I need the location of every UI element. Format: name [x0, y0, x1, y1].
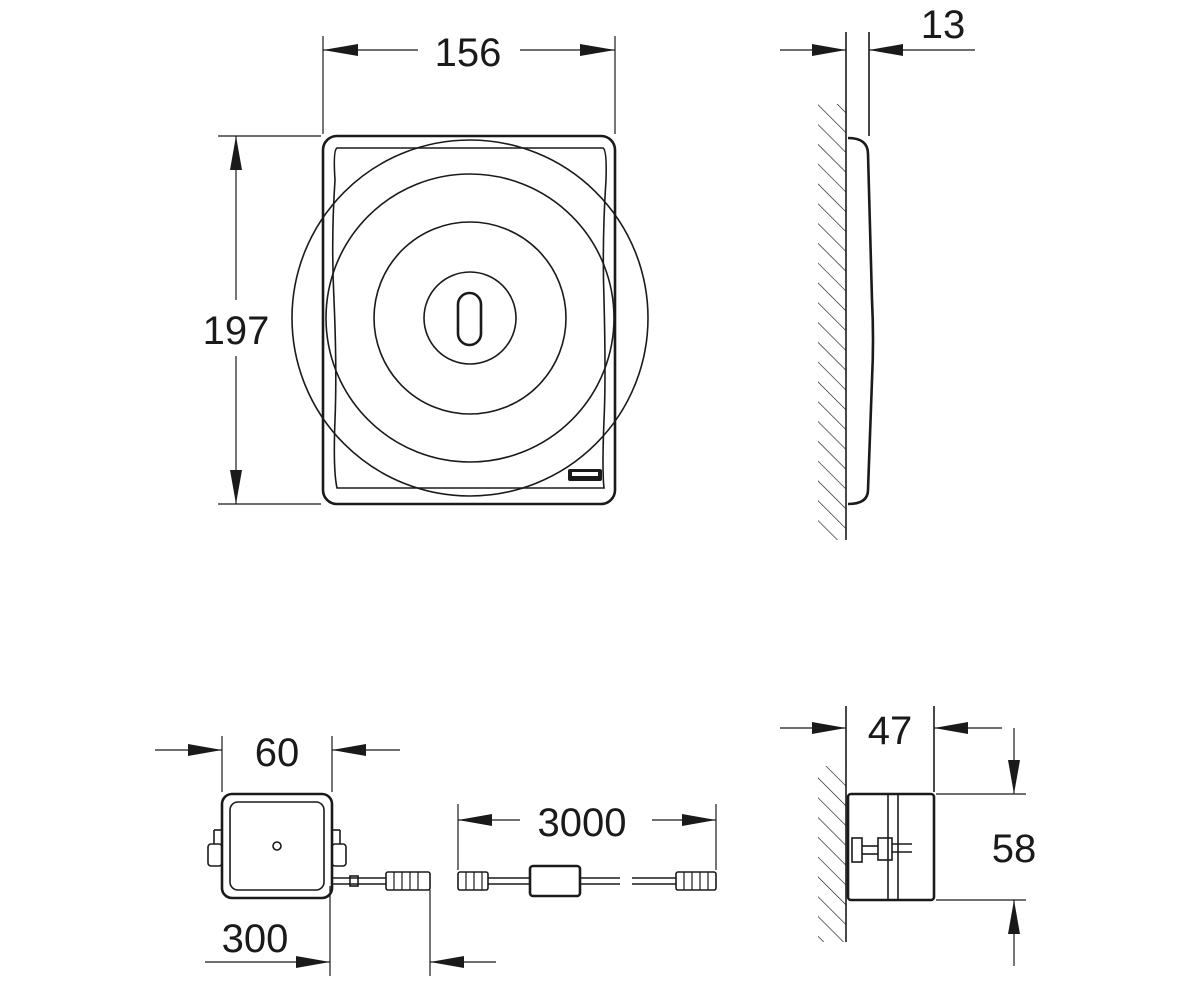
dimension-plate-height: 197	[203, 135, 321, 505]
box-side-view	[818, 706, 936, 942]
dimension-cable-length: 3000	[457, 801, 717, 870]
dimension-box-width: 60	[155, 731, 400, 792]
dimension-label-47: 47	[868, 709, 913, 753]
plate-side-profile	[847, 136, 875, 506]
box-outer	[220, 792, 334, 900]
cable-ferrite	[528, 864, 582, 898]
box-mount-right	[331, 829, 347, 867]
extension-cable	[457, 864, 717, 898]
dimension-label-58: 58	[992, 827, 1037, 871]
dimension-plate-depth: 13	[780, 3, 975, 56]
dimension-box-height: 58	[936, 728, 1036, 966]
dimension-label-197: 197	[203, 309, 270, 353]
dimension-label-156: 156	[435, 31, 502, 75]
box-side-connector	[851, 837, 912, 863]
dimension-plate-width: 156	[322, 31, 616, 134]
box-screw-hole	[272, 841, 282, 851]
plate-ring-inner	[373, 221, 567, 415]
plate-inner-outline	[331, 147, 607, 489]
plate-side-view	[818, 32, 875, 540]
plate-front-view	[291, 134, 649, 506]
sensor-ring	[423, 271, 517, 365]
box-cable	[332, 871, 431, 891]
cable-plug-right	[675, 871, 717, 891]
sensor-window	[456, 291, 483, 347]
dimension-box-depth: 47	[780, 709, 1002, 753]
electronic-box	[207, 792, 431, 900]
box-side-body	[846, 792, 936, 902]
box-inner	[229, 801, 325, 891]
cable-plug-left	[457, 871, 489, 891]
dimension-label-60: 60	[255, 731, 300, 775]
dimension-label-13: 13	[921, 3, 966, 47]
dimension-box-cable: 300	[205, 886, 496, 976]
plate-ring-middle	[325, 173, 615, 463]
box-wall-hatching	[818, 766, 846, 942]
wall-hatching	[818, 104, 846, 540]
plate-ring-outer	[291, 139, 649, 497]
box-mount-left	[207, 829, 223, 867]
brand-logo-icon	[568, 469, 602, 481]
dimension-label-300: 300	[222, 917, 289, 961]
dimension-label-3000: 3000	[538, 801, 627, 845]
plate-outer-outline	[321, 134, 617, 506]
